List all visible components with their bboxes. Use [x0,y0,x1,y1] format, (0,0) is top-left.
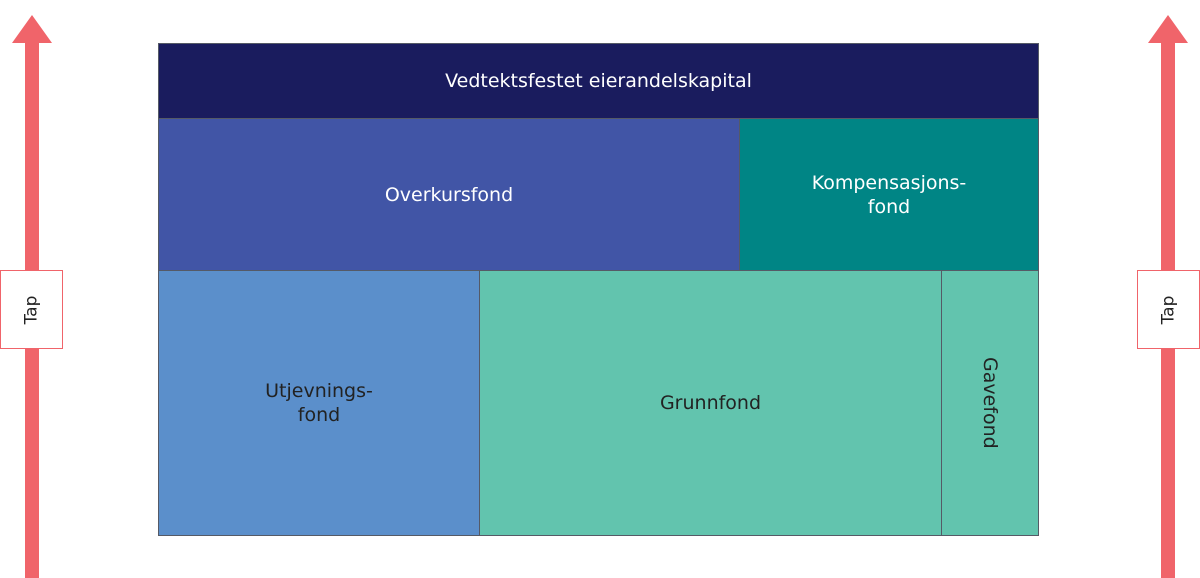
block-label-line2: fond [867,195,911,218]
block-label: Vedtektsfestet eierandelskapital [445,70,752,92]
block-label: Gavefond [979,357,1001,449]
block-label: Grunnfond [659,392,762,414]
block-label-line2: fond [297,404,341,426]
arrow-up-icon [12,15,52,43]
right-tap-label-box: Tap [1137,270,1200,349]
kompensasjonsfond-block: Kompensasjons- fond [739,118,1039,271]
vedtektsfestet-eierandelskapital-block: Vedtektsfestet eierandelskapital [158,43,1039,119]
overkursfond-block: Overkursfond [158,118,740,271]
left-tap-label: Tap [21,295,42,324]
left-tap-label-box: Tap [0,270,63,349]
block-label: Overkursfond [384,183,514,206]
block-label-line1: Utjevnings- [265,380,373,402]
arrow-up-icon [1148,15,1188,43]
right-tap-label: Tap [1158,295,1179,324]
block-label-line1: Kompensasjons- [811,171,967,194]
gavefond-block: Gavefond [941,270,1039,536]
grunnfond-block: Grunnfond [479,270,942,536]
utjevningsfond-block: Utjevnings- fond [158,270,480,536]
